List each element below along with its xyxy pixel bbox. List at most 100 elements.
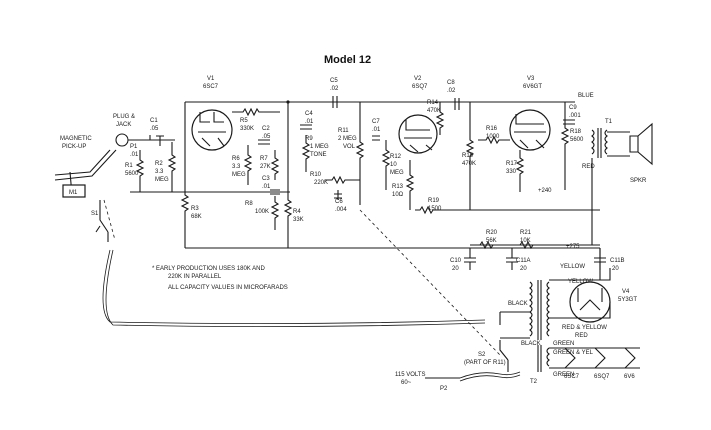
svg-text:68K: 68K: [191, 214, 202, 220]
svg-text:1000: 1000: [486, 134, 500, 140]
svg-text:10: 10: [390, 162, 397, 168]
svg-text:R19: R19: [428, 198, 440, 204]
svg-text:6V6GT: 6V6GT: [523, 84, 542, 90]
svg-text:C1: C1: [150, 118, 158, 124]
svg-text:20: 20: [520, 266, 527, 272]
svg-text:R16: R16: [486, 126, 498, 132]
svg-text:100K: 100K: [255, 209, 269, 215]
svg-text:BLUE: BLUE: [578, 93, 594, 99]
svg-text:S1: S1: [91, 211, 99, 217]
svg-text:5600: 5600: [570, 137, 584, 143]
svg-text:R17: R17: [506, 161, 518, 167]
r18-resistor: [560, 102, 570, 190]
plug-and-jack: PLUG & JACK: [113, 114, 175, 147]
svg-text:RED: RED: [575, 333, 588, 339]
r19-resistor: [415, 205, 440, 215]
svg-text:R21: R21: [520, 230, 532, 236]
svg-text:R7: R7: [260, 156, 268, 162]
svg-text:C8: C8: [447, 80, 455, 86]
c5-capacitor: [332, 96, 338, 108]
r20-resistor: [470, 240, 510, 250]
svg-text:.02: .02: [447, 88, 456, 94]
v2-tube: V2 6SQ7: [398, 76, 438, 154]
svg-text:YELLOW: YELLOW: [560, 264, 585, 270]
c4-capacitor: [300, 124, 312, 130]
svg-text:R2: R2: [155, 161, 163, 167]
svg-text:R10: R10: [310, 172, 322, 178]
svg-text:ALL CAPACITY VALUES IN MICROFA: ALL CAPACITY VALUES IN MICROFARADS: [168, 285, 288, 291]
c7-capacitor: [372, 135, 380, 141]
c11a-capacitor: [506, 248, 518, 270]
r15-resistor: [465, 102, 475, 210]
svg-text:470K: 470K: [462, 161, 476, 167]
svg-text:BLACK: BLACK: [508, 301, 528, 307]
svg-text:MAGNETIC: MAGNETIC: [60, 136, 92, 142]
t2-power-transformer: T2 BLACK BLACK YELLOW YELLOW RED & YELLO…: [499, 264, 607, 385]
svg-text:.01: .01: [262, 184, 271, 190]
svg-text:BLACK: BLACK: [521, 341, 541, 347]
r11-volume-pot: [355, 102, 365, 205]
svg-text:33K: 33K: [293, 217, 304, 223]
notes-block: * EARLY PRODUCTION USES 180K AND 220K IN…: [152, 266, 288, 291]
r3-resistor: [180, 102, 190, 248]
r9-resistor: [301, 135, 311, 172]
svg-text:GREEN: GREEN: [553, 341, 574, 347]
svg-text:20: 20: [452, 266, 459, 272]
svg-text:(PART OF R11): (PART OF R11): [464, 360, 506, 366]
svg-text:V4: V4: [622, 289, 630, 295]
c8-capacitor: [454, 98, 460, 110]
c2-capacitor: [258, 139, 270, 145]
svg-text:MEG: MEG: [155, 177, 169, 183]
r16-resistor: [478, 135, 510, 145]
svg-text:SPKR: SPKR: [630, 178, 647, 184]
svg-text:V1: V1: [207, 76, 215, 82]
svg-text:RED: RED: [582, 164, 595, 170]
svg-text:R12: R12: [390, 154, 402, 160]
svg-text:V3: V3: [527, 76, 535, 82]
svg-text:.001: .001: [569, 113, 581, 119]
r5-resistor: [232, 107, 280, 117]
svg-text:220K IN PARALLEL: 220K IN PARALLEL: [168, 274, 222, 280]
svg-text:330: 330: [506, 169, 517, 175]
svg-text:220K: 220K: [314, 180, 328, 186]
c6-capacitor: [334, 190, 342, 200]
svg-text:1 MEG: 1 MEG: [310, 144, 329, 150]
v4-rectifier-tube: V4 5Y3GT: [549, 248, 637, 323]
svg-text:R3: R3: [191, 206, 199, 212]
svg-text:TONE: TONE: [310, 152, 327, 158]
svg-text:.01: .01: [372, 127, 381, 133]
svg-text:.004: .004: [335, 207, 347, 213]
mains-twisted-cord-a: [102, 249, 486, 324]
svg-text:1500: 1500: [428, 206, 442, 212]
svg-text:R9: R9: [305, 136, 313, 142]
svg-text:60~: 60~: [401, 380, 412, 386]
svg-text:T2: T2: [530, 379, 538, 385]
svg-text:470K: 470K: [427, 108, 441, 114]
svg-text:3.3: 3.3: [155, 169, 164, 175]
magnetic-pickup: MAGNETIC PICK-UP M1: [54, 136, 117, 198]
svg-text:.02: .02: [330, 86, 339, 92]
r7-resistor: [270, 150, 280, 180]
svg-text:VOL: VOL: [343, 144, 356, 150]
svg-text:.05: .05: [262, 134, 271, 140]
svg-text:MEG: MEG: [232, 172, 246, 178]
svg-text:.01: .01: [130, 152, 139, 158]
svg-text:M1: M1: [69, 190, 78, 196]
svg-text:P2: P2: [440, 386, 448, 392]
svg-text:* EARLY PRODUCTION USES 180K A: * EARLY PRODUCTION USES 180K AND: [152, 266, 265, 272]
svg-text:5Y3GT: 5Y3GT: [618, 297, 637, 303]
s1-switch: S1: [91, 199, 116, 242]
m1-motor-box: [62, 184, 86, 198]
svg-text:6SC7: 6SC7: [203, 84, 219, 90]
mains-twisted-cord-b: [105, 249, 486, 327]
svg-text:JACK: JACK: [116, 122, 131, 128]
svg-text:6SQ7: 6SQ7: [412, 84, 428, 90]
svg-text:115 VOLTS: 115 VOLTS: [395, 372, 425, 378]
speaker: SPKR: [629, 122, 653, 184]
svg-text:.01: .01: [305, 119, 314, 125]
r10-resistor: [325, 175, 360, 185]
svg-text:V2: V2: [414, 76, 422, 82]
svg-text:56K: 56K: [486, 238, 497, 244]
s2-switch: S2 (PART OF R11): [459, 340, 521, 382]
svg-text:R14: R14: [427, 100, 439, 106]
